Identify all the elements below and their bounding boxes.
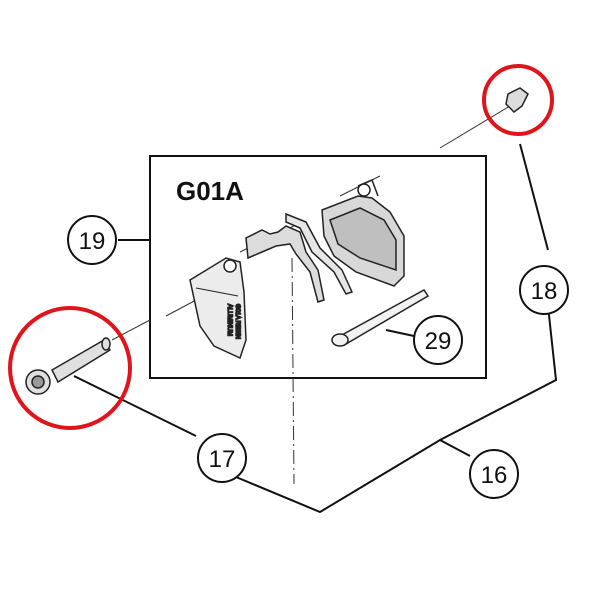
svg-text:18: 18 [531, 278, 558, 305]
svg-text:17: 17 [209, 446, 236, 473]
pad-axle-bolt [25, 337, 112, 395]
pad-spring [245, 212, 354, 303]
callout-18: 18 [519, 265, 569, 315]
box-title: G01A [176, 176, 244, 206]
leader-lines [73, 143, 558, 514]
brake-pad-right [321, 179, 405, 287]
callout-19: 19 [67, 215, 117, 265]
svg-text:16: 16 [481, 462, 508, 489]
highlight-circle-snap-ring [482, 64, 554, 136]
callout-17: 17 [197, 433, 247, 483]
callout-16: 16 [469, 449, 519, 499]
pad-label-resin: G01A RESIN [234, 304, 240, 339]
svg-text:19: 19 [79, 228, 106, 255]
highlight-circle-bolt [8, 306, 132, 430]
pad-set-box [149, 155, 487, 379]
pad-label-aluminum: ALUMINUM [226, 304, 232, 336]
svg-text:29: 29 [425, 328, 452, 355]
brake-pad-left: ALUMINUM G01A RESIN [189, 257, 247, 360]
callout-29: 29 [413, 315, 463, 365]
snap-ring [505, 87, 529, 113]
cotter-pin [331, 289, 430, 347]
